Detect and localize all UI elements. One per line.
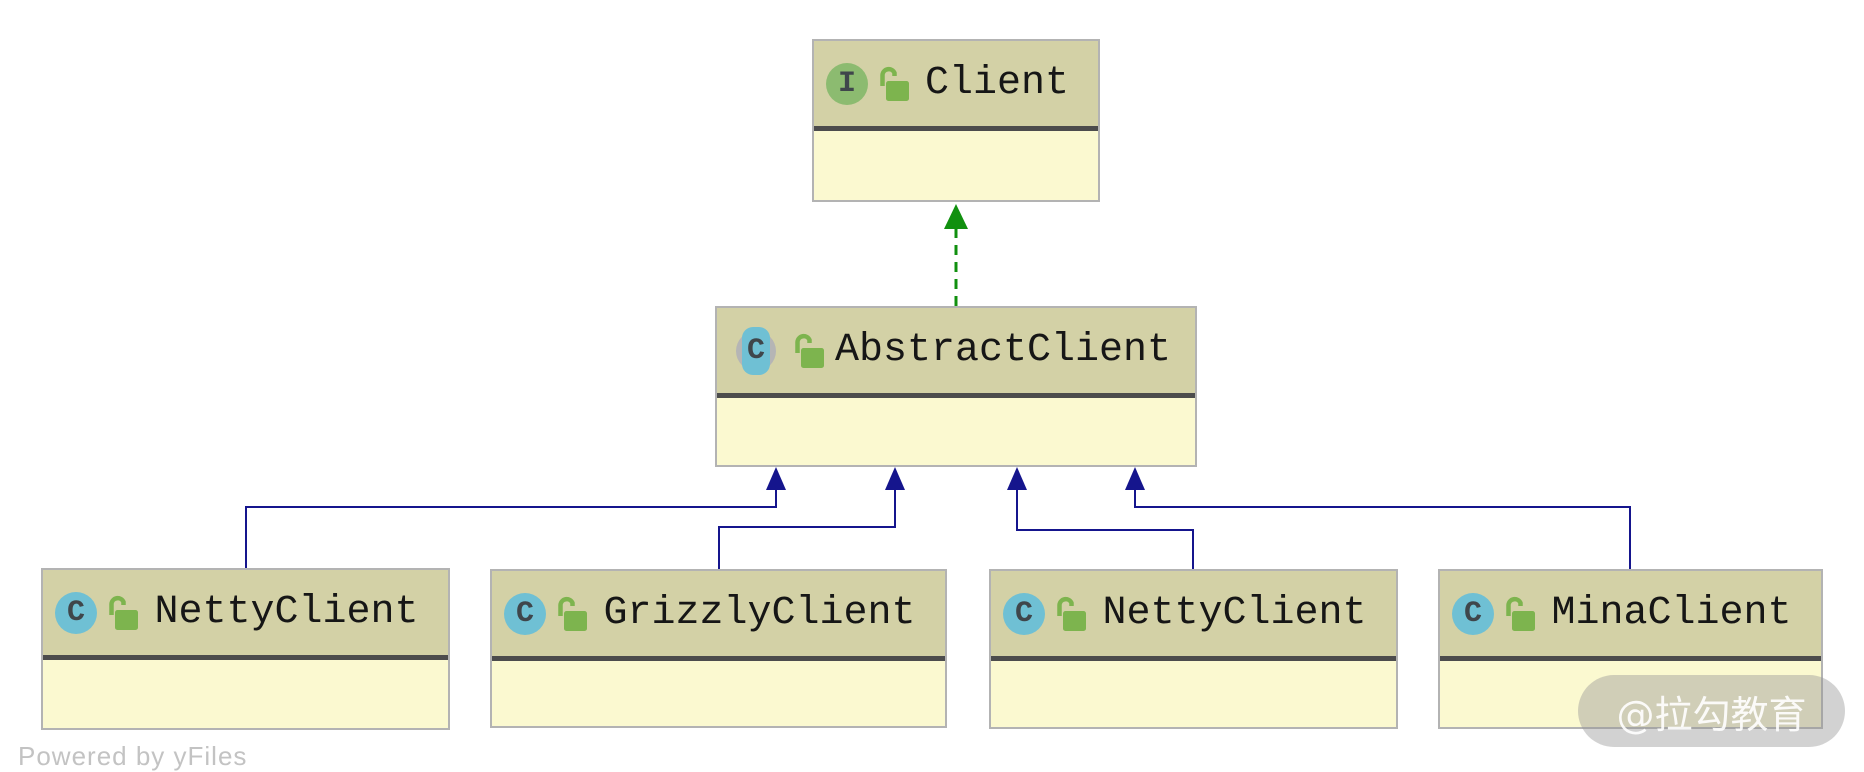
node-divider [717, 393, 1195, 398]
interface-icon: I [826, 62, 868, 105]
node-body [492, 661, 945, 726]
generalization-edge-minaclient-abstractclient[interactable] [1125, 467, 1631, 569]
node-header: C AbstractClient [717, 308, 1195, 393]
unlock-icon [109, 595, 138, 630]
node-title: NettyClient [1102, 591, 1367, 636]
watermark-text: @拉勾教育 [1616, 692, 1807, 737]
interface-icon-letter: I [837, 66, 856, 101]
node-divider [814, 126, 1098, 131]
node-mina-client[interactable]: C MinaClient [1438, 569, 1823, 729]
node-grizzly-client[interactable]: C GrizzlyClient [490, 569, 947, 728]
class-icon-letter: C [66, 595, 85, 630]
node-divider [991, 656, 1396, 661]
node-header: I Client [814, 41, 1098, 126]
class-icon-letter: C [746, 333, 765, 368]
node-title: AbstractClient [834, 328, 1172, 373]
watermark-badge: @拉勾教育 [1578, 675, 1845, 747]
node-netty-client-2[interactable]: C NettyClient [989, 569, 1398, 729]
class-icon-letter: C [1014, 596, 1033, 631]
class-icon: C [1003, 592, 1045, 635]
class-icon: C [504, 592, 546, 635]
class-icon: C [1452, 592, 1494, 635]
generalization-edge-nettyclient1-abstractclient[interactable] [245, 467, 786, 568]
node-header: C GrizzlyClient [492, 571, 945, 656]
node-title: NettyClient [154, 590, 419, 635]
unlock-icon [1057, 596, 1086, 631]
node-divider [43, 655, 448, 660]
node-header: C NettyClient [43, 570, 448, 655]
node-title: GrizzlyClient [603, 591, 916, 636]
abstract-class-pill: C [742, 326, 770, 375]
node-header: C MinaClient [1440, 571, 1821, 656]
unlock-icon [880, 66, 909, 101]
unlock-icon [1506, 596, 1535, 631]
generalization-edge-nettyclient2-abstractclient[interactable] [1007, 467, 1194, 569]
node-body [991, 661, 1396, 727]
node-client[interactable]: I Client [812, 39, 1100, 202]
generalization-edge-grizzlyclient-abstractclient[interactable] [718, 467, 905, 569]
class-icon-letter: C [1463, 596, 1482, 631]
node-divider [492, 656, 945, 661]
node-body [717, 398, 1195, 465]
node-netty-client-1[interactable]: C NettyClient [41, 568, 450, 730]
realization-edge-abstractclient-client[interactable] [944, 204, 968, 306]
node-body [814, 131, 1098, 200]
node-abstract-client[interactable]: C AbstractClient [715, 306, 1197, 467]
unlock-icon [795, 333, 824, 368]
abstract-class-icon: C [729, 326, 783, 375]
node-divider [1440, 656, 1821, 661]
node-body [43, 660, 448, 728]
powered-by-yfiles-label[interactable]: Powered by yFiles [18, 741, 248, 771]
node-body [1440, 661, 1821, 727]
class-icon: C [55, 591, 97, 634]
node-title: MinaClient [1551, 591, 1792, 636]
class-icon-letter: C [515, 596, 534, 631]
node-header: C NettyClient [991, 571, 1396, 656]
node-title: Client [924, 61, 1070, 106]
unlock-icon [558, 596, 587, 631]
